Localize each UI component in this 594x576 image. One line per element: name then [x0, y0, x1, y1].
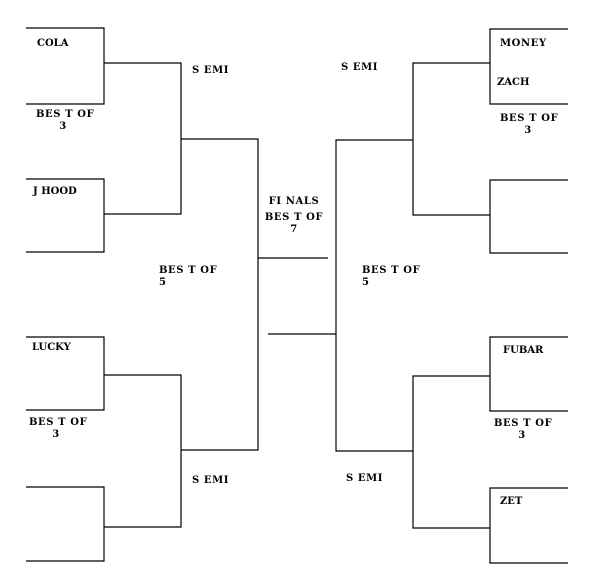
left-r1-upper-connector — [104, 62, 182, 215]
left-r1-lower-best-of: BES T OF 3 — [29, 417, 88, 441]
left-r2-connector — [181, 138, 259, 451]
right-semi-label-top: S EMI — [341, 62, 379, 73]
left-r1-upper-best-of: BES T OF 3 — [36, 109, 95, 133]
finals-block: FI NALS BES T OF 7 — [262, 196, 326, 236]
best-of-number: 5 — [362, 277, 370, 288]
left-player-cola: COLA — [37, 38, 69, 49]
best-of-number: 3 — [518, 430, 526, 441]
left-semi-label-top: S EMI — [192, 65, 230, 76]
best-of-number: 3 — [524, 125, 532, 136]
right-r1-lower-bracket-2 — [489, 487, 568, 564]
finals-title: FI NALS — [268, 196, 320, 207]
left-r1-upper-bracket — [26, 27, 105, 105]
best-of-number: 3 — [59, 121, 67, 132]
best-of-label: BES T OF — [29, 417, 88, 428]
best-of-label: BES T OF — [362, 265, 421, 276]
right-r1-lower-bracket — [489, 336, 568, 412]
left-r1-upper-bracket-2 — [26, 178, 105, 253]
best-of-number: 3 — [52, 429, 60, 440]
right-semi-label-bottom: S EMI — [346, 473, 384, 484]
best-of-label: BES T OF — [36, 109, 95, 120]
left-semi-label-bottom: S EMI — [192, 475, 230, 486]
right-r1-lower-connector — [412, 375, 490, 529]
right-r2-connector — [335, 139, 413, 452]
left-r1-lower-bracket-2 — [26, 486, 105, 562]
best-of-number: 5 — [159, 277, 167, 288]
finals-best-of-label: BES T OF — [264, 212, 324, 223]
right-r1-upper-best-of: BES T OF 3 — [500, 113, 559, 137]
right-r2-best-of: BES T OF 5 — [362, 265, 420, 289]
finals-best-of-number: 7 — [290, 224, 298, 235]
left-r1-lower-connector — [104, 374, 182, 528]
right-player-zet: ZET — [500, 496, 523, 507]
right-r1-lower-best-of: BES T OF 3 — [494, 418, 553, 442]
right-player-fubar: FUBAR — [503, 345, 544, 356]
left-r2-best-of: BES T OF 5 — [159, 265, 217, 289]
left-r1-lower-bracket — [26, 336, 105, 411]
right-player-money: MONEY — [500, 38, 547, 49]
right-player-zach: ZACH — [497, 77, 530, 88]
right-r1-upper-bracket-2 — [489, 179, 568, 254]
right-r1-upper-bracket — [489, 28, 568, 105]
best-of-label: BES T OF — [500, 113, 559, 124]
best-of-label: BES T OF — [494, 418, 553, 429]
best-of-label: BES T OF — [159, 265, 218, 276]
right-r1-upper-connector — [412, 62, 490, 216]
left-player-jhood: J HOOD — [33, 186, 77, 197]
left-player-lucky: LUCKY — [32, 342, 71, 353]
